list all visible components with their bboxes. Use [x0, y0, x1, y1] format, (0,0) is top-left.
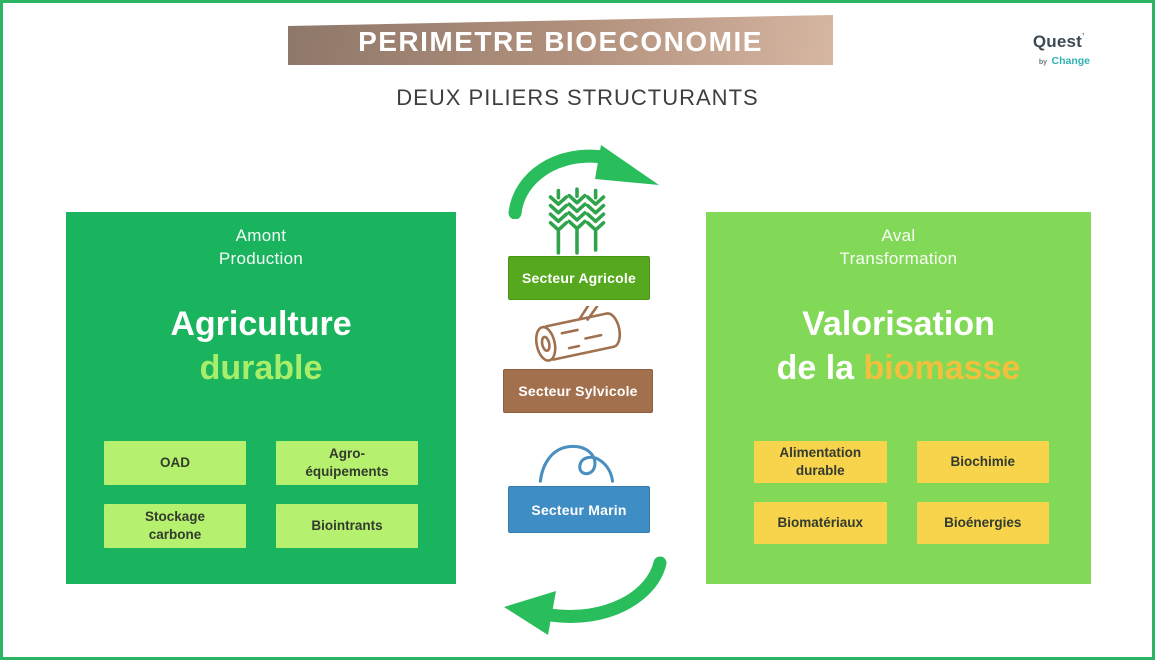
logo-brand-text: Quest [1032, 32, 1083, 51]
item-biomateriaux: Biomatériaux [754, 502, 887, 544]
sector-sylvicole-label: Secteur Sylvicole [518, 383, 638, 399]
panel-right-items: Alimentation durable Biochimie Biomatéri… [754, 441, 1049, 544]
logo-brand-line: Quest’ [1033, 33, 1090, 51]
logo-apostrophe-mark: ’ [1082, 32, 1085, 43]
panel-right-header-line2: Transformation [839, 248, 958, 268]
logo-by-text: by [1038, 59, 1048, 66]
logo-change-text: Change [1051, 55, 1090, 67]
panel-left-title-accent: durable [199, 349, 323, 388]
panel-right-title-prefix: de la [776, 349, 864, 388]
item-agro-equipements: Agro- équipements [276, 441, 418, 485]
wave-icon [533, 437, 617, 492]
cycle-arrow-top-icon [505, 141, 665, 224]
sector-agricole-label: Secteur Agricole [522, 270, 636, 286]
item-biochimie: Biochimie [916, 441, 1049, 483]
panel-right-header: Aval Transformation [706, 212, 1091, 271]
sector-sylvicole-box: Secteur Sylvicole [503, 369, 653, 413]
page-title: PERIMETRE BIOECONOMIE [358, 26, 763, 57]
panel-left-title-line1: Agriculture [170, 305, 352, 343]
item-alimentation-durable: Alimentation durable [754, 441, 887, 483]
item-bioenergies: Bioénergies [916, 502, 1049, 544]
panel-aval-transformation: Aval Transformation Valorisation de la b… [706, 212, 1091, 584]
sector-marin-box: Secteur Marin [508, 486, 650, 533]
title-banner: PERIMETRE BIOECONOMIE [288, 15, 833, 65]
panel-right-title-line1: Valorisation [802, 305, 995, 343]
panel-left-title: Agriculture durable [66, 302, 456, 390]
cycle-arrow-bottom-icon [498, 555, 668, 642]
item-oad: OAD [104, 441, 246, 485]
panel-right-title-line2: de la biomasse [706, 346, 1091, 390]
sector-agricole-box: Secteur Agricole [508, 256, 650, 300]
wheat-icon [527, 187, 627, 260]
logo-byline: by Change [1039, 52, 1090, 68]
panel-right-header-line1: Aval [881, 226, 916, 245]
page-subtitle: DEUX PILIERS STRUCTURANTS [396, 85, 759, 110]
panel-left-header-line2: Production [218, 248, 304, 268]
panel-right-title: Valorisation de la biomasse [706, 302, 1091, 390]
panel-left-items: OAD Agro- équipements Stockage carbone B… [104, 441, 418, 548]
log-icon [523, 300, 633, 373]
panel-right-title-accent: biomasse [863, 349, 1021, 388]
item-stockage-carbone: Stockage carbone [104, 504, 246, 548]
sector-marin-label: Secteur Marin [531, 501, 627, 518]
panel-left-header-line1: Amont [235, 226, 287, 245]
item-biointrants: Biointrants [276, 504, 418, 548]
panel-left-header: Amont Production [66, 212, 456, 271]
panel-amont-production: Amont Production Agriculture durable OAD… [66, 212, 456, 584]
quest-logo: Quest’ by Change [1033, 33, 1090, 68]
